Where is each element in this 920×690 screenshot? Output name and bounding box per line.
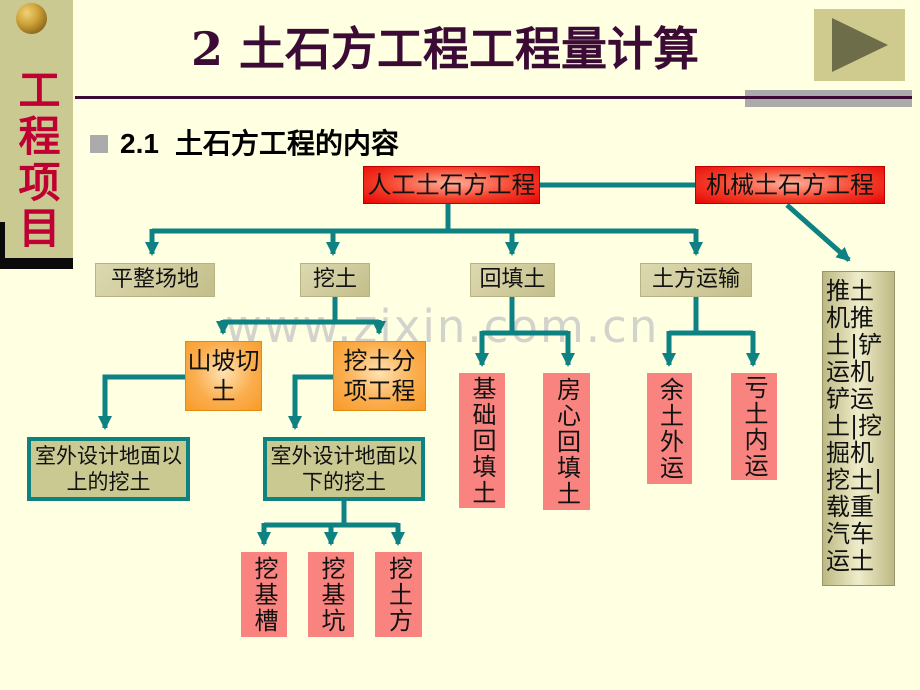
node-excavation: 挖土 bbox=[300, 263, 370, 297]
node-deficit-soil-in: 亏土内运 bbox=[731, 373, 777, 480]
next-slide-button[interactable] bbox=[814, 9, 905, 81]
node-foundation-backfill: 基础回填土 bbox=[459, 373, 505, 508]
sidebar-shadow bbox=[0, 258, 73, 269]
watermark: www.zixin.com.cn bbox=[225, 300, 660, 353]
sidebar-label: 工程项目 bbox=[12, 68, 61, 252]
node-backfill: 回填土 bbox=[470, 263, 555, 297]
sidebar-edge bbox=[0, 222, 5, 269]
node-room-backfill: 房心回填土 bbox=[543, 373, 590, 510]
node-earth-transport: 土方运输 bbox=[640, 263, 752, 297]
node-hillside-cutting: 山坡切土 bbox=[185, 341, 262, 411]
node-earth-digging: 挖土方 bbox=[375, 552, 422, 637]
node-above-design-ground: 室外设计地面以上的挖土 bbox=[27, 437, 190, 501]
title-underline bbox=[75, 96, 912, 99]
section-title: 土石方工程的内容 bbox=[174, 128, 399, 159]
sphere-bullet-icon bbox=[16, 3, 47, 34]
play-icon bbox=[832, 18, 888, 72]
node-mechanical-earthwork: 机械土石方工程 bbox=[695, 166, 885, 204]
node-below-design-ground: 室外设计地面以下的挖土 bbox=[263, 437, 425, 501]
node-site-leveling: 平整场地 bbox=[95, 263, 215, 297]
section-heading: 2.1 土石方工程的内容 bbox=[90, 122, 690, 166]
node-excavation-subitems: 挖土分项工程 bbox=[333, 341, 426, 411]
connector-hillside-elbow bbox=[98, 374, 185, 430]
arrow-to-mechanical-detail bbox=[785, 203, 851, 262]
node-pit-digging: 挖基坑 bbox=[308, 552, 354, 637]
node-surplus-soil-out: 余土外运 bbox=[647, 373, 692, 484]
node-trench-digging: 挖基槽 bbox=[241, 552, 287, 637]
slide-title: 2 土石方工程工程量计算 bbox=[190, 22, 700, 76]
sidebar bbox=[0, 0, 73, 258]
node-manual-earthwork: 人工土石方工程 bbox=[363, 166, 540, 204]
section-bullet-icon bbox=[90, 135, 108, 153]
section-number: 2.1 bbox=[120, 128, 159, 159]
node-mechanical-detail: 推土机推土|铲运机铲运土|挖掘机挖土|载重汽车运土 bbox=[822, 271, 895, 586]
connector-subitems-elbow bbox=[288, 374, 333, 430]
